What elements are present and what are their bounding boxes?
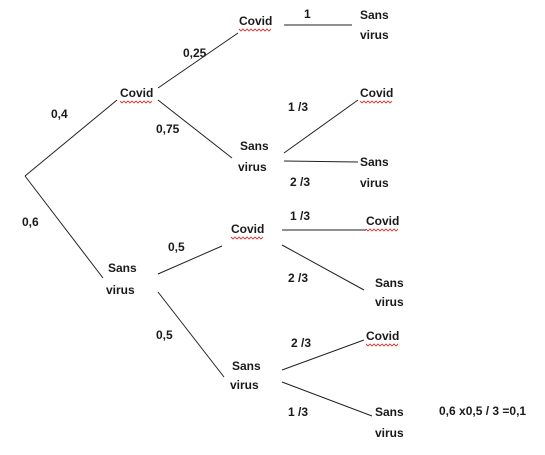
- branch-sans-covid: [157, 245, 223, 275]
- branch-covid-sans: [157, 99, 233, 159]
- node-sans-l1-line1: Sans: [108, 261, 137, 275]
- leaf-3-line1: Sans: [360, 155, 389, 169]
- spellcheck-underline: [119, 100, 153, 104]
- leaf-1-line2: virus: [360, 28, 389, 42]
- leaf-3-line2: virus: [360, 176, 389, 190]
- spellcheck-underline: [359, 100, 393, 104]
- prob-ss-covid: 2 /3: [291, 336, 311, 350]
- prob-cs-sans: 2 /3: [290, 175, 310, 189]
- leaf-5-line1: Sans: [375, 276, 404, 290]
- branch-ss-covid: [281, 339, 365, 371]
- leaf-7-line1: Sans: [375, 405, 404, 419]
- prob-ss-sans: 1 /3: [288, 405, 308, 419]
- node-sans-covid: Covid: [231, 222, 264, 236]
- spellcheck-underline: [365, 228, 399, 232]
- branch-cs-sans: [283, 160, 359, 163]
- spellcheck-underline: [230, 236, 264, 240]
- leaf-1-line1: Sans: [360, 8, 389, 22]
- branch-sc-sans: [281, 244, 365, 291]
- branch-covid-covid: [157, 32, 239, 89]
- node-sans-sans-line2: virus: [230, 378, 259, 392]
- node-covid-sans-line2: virus: [238, 160, 267, 174]
- spellcheck-underline: [238, 28, 272, 32]
- branch-cs-covid: [283, 99, 359, 154]
- prob-root-covid: 0,4: [51, 107, 68, 121]
- prob-sans-sans: 0,5: [156, 328, 173, 342]
- branch-root-covid: [24, 99, 118, 177]
- leaf-7-line2: virus: [375, 426, 404, 440]
- prob-sc-covid: 1 /3: [290, 209, 310, 223]
- leaf-6: Covid: [366, 329, 399, 343]
- prob-covid-sans: 0,75: [156, 122, 180, 136]
- node-sans-l1-line2: virus: [106, 283, 135, 297]
- node-covid-covid: Covid: [239, 14, 272, 28]
- prob-cc-sans: 1: [304, 7, 311, 21]
- prob-sc-sans: 2 /3: [288, 271, 308, 285]
- spellcheck-underline: [365, 343, 399, 347]
- leaf-4: Covid: [366, 214, 399, 228]
- node-covid-sans-line1: Sans: [240, 139, 269, 153]
- calculation-note: 0,6 x0,5 / 3 =0,1: [439, 404, 526, 418]
- prob-covid-covid: 0,25: [183, 46, 207, 60]
- node-sans-sans-line1: Sans: [232, 359, 261, 373]
- leaf-2: Covid: [360, 86, 393, 100]
- leaf-5-line2: virus: [375, 295, 404, 309]
- branch-root-sans: [24, 175, 104, 279]
- prob-cs-covid: 1 /3: [288, 100, 308, 114]
- branch-sans-sans: [157, 291, 225, 378]
- prob-sans-covid: 0,5: [168, 240, 185, 254]
- branch-ss-sans: [281, 381, 373, 417]
- node-covid-l1: Covid: [120, 86, 153, 100]
- prob-root-sans: 0,6: [22, 215, 39, 229]
